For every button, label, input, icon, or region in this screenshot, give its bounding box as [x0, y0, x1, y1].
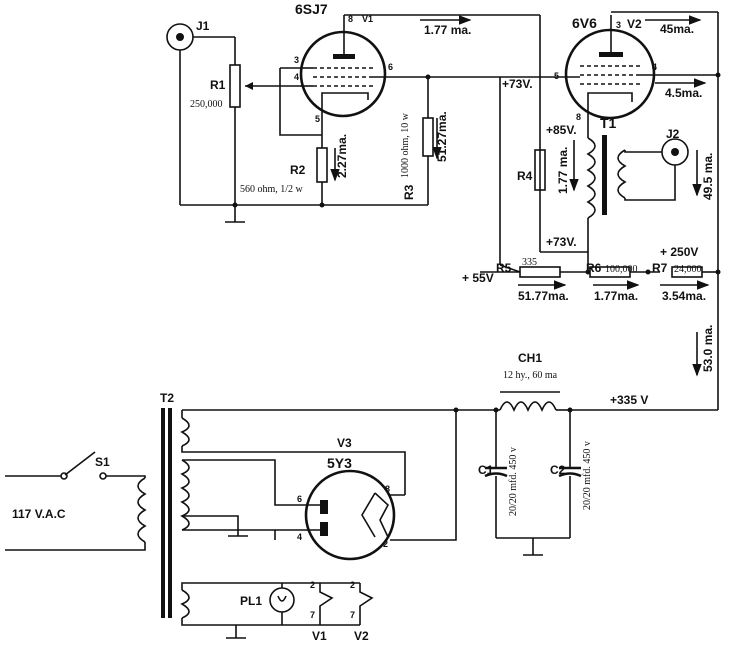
- v2-heater-pin-bottom: 7: [350, 610, 355, 620]
- v3-type-label: 5Y3: [327, 455, 352, 471]
- r3-resistor: R3 1000 ohm, 10 w 51.27ma.: [400, 74, 449, 205]
- v3-rectifier-5y3: V3 5Y3 6 4 8 2: [297, 436, 396, 561]
- r6-resistor: R6 100,000 1.77ma.: [586, 261, 640, 303]
- r1-potentiometer: R1 250,000: [190, 37, 300, 205]
- v3-pin-4: 4: [297, 532, 302, 542]
- v2-screen-current: 4.5ma.: [665, 86, 702, 100]
- c1-value: 20/20 mfd. 450 v: [508, 447, 519, 516]
- j2-side-current: 49.5 ma.: [701, 153, 715, 200]
- pl1-label: PL1: [240, 594, 262, 608]
- r5-current: 51.77ma.: [518, 289, 569, 303]
- r5-value: 335: [522, 257, 537, 268]
- v2-heater-label: V2: [354, 629, 369, 643]
- v2-pin-5: 5: [554, 71, 559, 81]
- r3-designator: R3: [402, 184, 416, 200]
- r6-current: 1.77ma.: [594, 289, 638, 303]
- r1-designator: R1: [210, 78, 226, 92]
- v2-plate-current: 45ma.: [660, 22, 694, 36]
- t2-power-transformer: T2: [137, 391, 190, 619]
- v1-pin-4: 4: [294, 72, 299, 82]
- r7-current: 3.54ma.: [662, 289, 706, 303]
- r6-value: 100,000: [605, 264, 638, 275]
- t2-label: T2: [160, 391, 174, 405]
- c1-designator: C1: [478, 463, 494, 477]
- voltage-335: +335 V: [610, 393, 648, 407]
- r4-designator: R4: [517, 169, 533, 183]
- voltage-55: + 55V: [462, 271, 494, 285]
- ch1-value: 12 hy., 60 ma: [503, 370, 558, 381]
- v1-pin-6: 6: [388, 62, 393, 72]
- v3-pin-2: 2: [383, 539, 388, 549]
- voltage-85: +85V.: [546, 123, 577, 137]
- r7-value: 24,000: [674, 264, 702, 275]
- v1-pin-3: 3: [294, 55, 299, 65]
- r1-value: 250,000: [190, 99, 223, 110]
- v1-designator: V1: [362, 14, 373, 24]
- t1-current: 1.77 ma.: [556, 147, 570, 194]
- r4-resistor: R4: [517, 149, 546, 191]
- v2-pin-3: 3: [616, 20, 621, 30]
- j2-output-jack: J2: [624, 127, 689, 201]
- r2-designator: R2: [290, 163, 306, 177]
- r5-resistor: R5 335 51.77ma.: [496, 257, 569, 303]
- v1-heater-pin-bottom: 7: [310, 610, 315, 620]
- c2-designator: C2: [550, 463, 566, 477]
- s1-label: S1: [95, 455, 110, 469]
- r3-value: 1000 ohm, 10 w: [400, 112, 411, 178]
- v1-cathode-current: 2.27ma.: [335, 134, 349, 178]
- mains-label: 117 V.A.C: [12, 507, 66, 521]
- ch1-filter-choke: CH1 12 hy., 60 ma: [499, 351, 570, 412]
- v1-pin-8: 8: [348, 14, 353, 24]
- c1-capacitor: C1 20/20 mfd. 450 v: [478, 410, 519, 538]
- v2-type-label: 6V6: [572, 15, 597, 31]
- r7-resistor: R7 24,000 3.54ma.: [652, 261, 710, 303]
- r7-designator: R7: [652, 261, 668, 275]
- pl1-pilot-lamp: PL1: [240, 583, 295, 625]
- j1-label: J1: [196, 19, 210, 33]
- c2-capacitor: C2 20/20 mfd. 450 v: [550, 410, 593, 538]
- v1-heater-pin-top: 2: [310, 580, 315, 590]
- v1-plate-current: 1.77 ma.: [424, 23, 471, 37]
- ch1-designator: CH1: [518, 351, 542, 365]
- v2-tube-6v6: 6V6 3 V2 5 4 8: [554, 15, 657, 122]
- j1-input-jack: J1: [166, 19, 235, 205]
- v1-heater-label: V1: [312, 629, 327, 643]
- t1-output-transformer: T1: [586, 115, 627, 240]
- r2-cathode-resistor: R2 560 ohm, 1/2 w 2.27ma.: [240, 134, 349, 205]
- j2-label: J2: [666, 127, 680, 141]
- s1-power-switch: S1: [60, 451, 110, 480]
- v2-heater: 2 7 V2: [350, 580, 374, 643]
- v2-pin-4: 4: [652, 62, 657, 72]
- v2-screen-voltage: +73V.: [502, 77, 533, 91]
- v3-designator: V3: [337, 436, 352, 450]
- v1-pin-5: 5: [315, 114, 320, 124]
- total-current: 53.0 ma.: [701, 325, 715, 372]
- v1-tube-6sj7: 6SJ7 V1 8 3 4 5 6: [294, 1, 393, 124]
- v1-heater: 2 7 V1: [310, 580, 334, 643]
- v3-pin-6: 6: [297, 494, 302, 504]
- t1-label: T1: [600, 115, 617, 131]
- v1-type-label: 6SJ7: [295, 1, 328, 17]
- v2-designator: V2: [627, 17, 642, 31]
- v2-heater-pin-top: 2: [350, 580, 355, 590]
- voltage-73-bias: +73V.: [546, 235, 577, 249]
- r5-designator: R5: [496, 261, 512, 275]
- c2-value: 20/20 mfd. 450 v: [582, 441, 593, 510]
- v2-pin-8: 8: [576, 112, 581, 122]
- v3-pin-8: 8: [385, 484, 390, 494]
- voltage-250: + 250V: [660, 245, 698, 259]
- r2-value: 560 ohm, 1/2 w: [240, 184, 304, 195]
